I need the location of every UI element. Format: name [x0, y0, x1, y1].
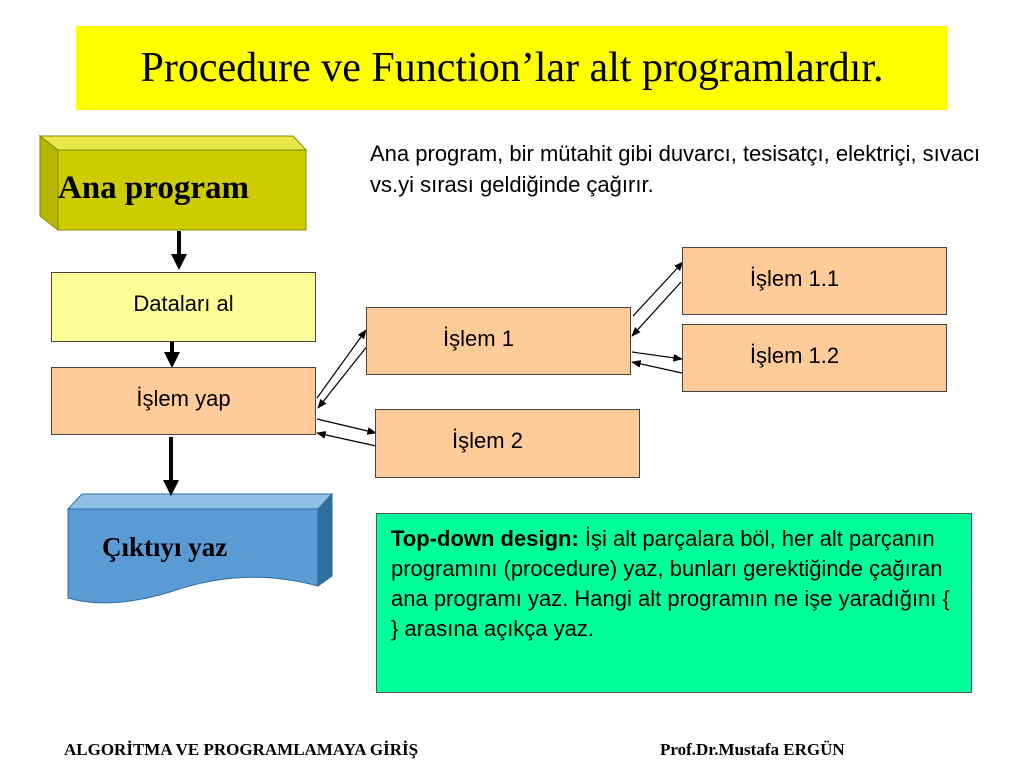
islem-2-box: İşlem 2	[375, 409, 640, 478]
islem-2-label: İşlem 2	[452, 428, 523, 453]
islem-1-label: İşlem 1	[443, 326, 514, 351]
datalari-al-label: Dataları al	[133, 291, 234, 316]
topdown-heading: Top-down design:	[391, 526, 579, 551]
ana-program-label: Ana program	[58, 170, 249, 206]
islem-1-1-box: İşlem 1.1	[682, 247, 947, 315]
islem-1-2-box: İşlem 1.2	[682, 324, 947, 392]
ciktiyi-yaz-shape	[66, 492, 334, 604]
arrow-yap-to-1	[316, 329, 367, 399]
datalari-al-box: Dataları al	[51, 272, 316, 342]
islem-1-1-label: İşlem 1.1	[749, 266, 840, 291]
arrow-yap-to-2	[316, 418, 377, 435]
ana-program-shape	[38, 134, 308, 232]
footer-author: Prof.Dr.Mustafa ERGÜN	[660, 740, 845, 759]
topdown-body: İşi alt parçalara böl, her alt parçanın …	[391, 526, 950, 641]
topdown-note: Top-down design: İşi alt parçalara böl, …	[376, 513, 972, 693]
islem-1-2-label: İşlem 1.2	[749, 343, 840, 368]
arrow-2-to-yap	[316, 431, 377, 447]
arrow-12-to-1	[631, 360, 683, 374]
islem-yap-box: İşlem yap	[51, 367, 316, 435]
arrow-1-to-yap	[317, 339, 373, 409]
ciktiyi-yaz-label: Çıktıyı yaz	[102, 532, 228, 562]
islem-yap-label: İşlem yap	[136, 386, 231, 411]
arrow-1-to-11	[632, 261, 684, 317]
description-text: Ana program, bir mütahit gibi duvarcı, t…	[370, 141, 981, 197]
islem-1-box: İşlem 1	[366, 307, 631, 375]
footer-course: ALGORİTMA VE PROGRAMLAMAYA GİRİŞ	[64, 740, 419, 759]
arrow-1-to-12	[631, 351, 683, 362]
arrow-11-to-1	[631, 281, 682, 337]
slide-title: Procedure ve Function’lar alt programlar…	[76, 26, 948, 110]
